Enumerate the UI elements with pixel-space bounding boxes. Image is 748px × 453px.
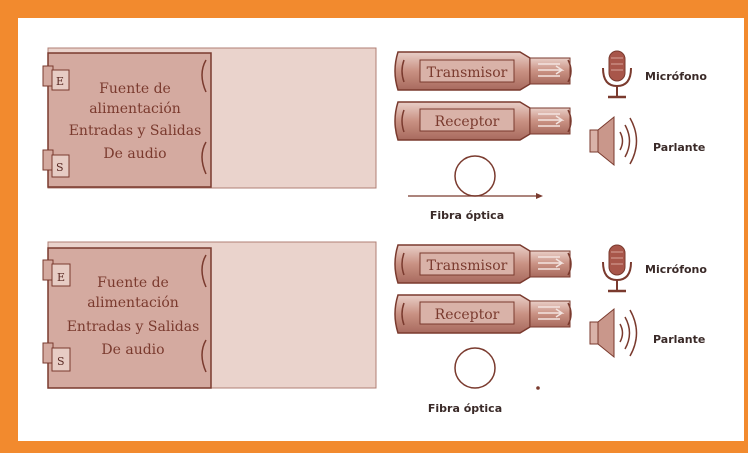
receiver-label: Receptor bbox=[435, 307, 500, 323]
port-e-label: E bbox=[57, 271, 65, 284]
port-e-box bbox=[51, 263, 71, 287]
port-e-label: E bbox=[56, 75, 64, 88]
transmitter-plug bbox=[394, 244, 572, 284]
device-text-line-3: Entradas y Salidas bbox=[67, 319, 200, 335]
receiver-label: Receptor bbox=[435, 114, 500, 130]
device-text-line-4: De audio bbox=[103, 146, 166, 162]
speaker-icon bbox=[589, 115, 638, 167]
fiber-label: Fibra óptica bbox=[428, 402, 502, 415]
microphone-icon bbox=[602, 244, 632, 293]
device-text-line-2: alimentación bbox=[89, 101, 181, 117]
panel-1: E S Fuente de alimentación Entradas y Sa… bbox=[42, 47, 707, 222]
bracket-icon bbox=[201, 141, 207, 175]
fiber-label: Fibra óptica bbox=[430, 209, 504, 222]
device-text-line-2: alimentación bbox=[87, 295, 179, 311]
transmitter-label: Transmisor bbox=[427, 65, 508, 81]
port-e-box bbox=[51, 69, 70, 91]
port-s-label: S bbox=[56, 161, 64, 174]
device-inner-box bbox=[47, 247, 212, 389]
bracket-icon bbox=[201, 339, 207, 373]
dot-icon bbox=[536, 386, 540, 390]
speaker-label: Parlante bbox=[653, 141, 705, 154]
transmitter-label: Transmisor bbox=[427, 258, 508, 274]
port-s-label: S bbox=[57, 355, 65, 368]
device-text-line-1: Fuente de bbox=[99, 81, 171, 97]
device-text-line-1: Fuente de bbox=[97, 275, 169, 291]
receiver-plug bbox=[394, 294, 572, 334]
microphone-label: Micrófono bbox=[645, 70, 707, 83]
receiver-plug bbox=[394, 101, 572, 141]
speaker-label: Parlante bbox=[653, 333, 705, 346]
port-s-box bbox=[51, 154, 70, 178]
bracket-icon bbox=[201, 254, 207, 288]
speaker-icon bbox=[589, 307, 638, 359]
arrow-icon bbox=[536, 193, 543, 199]
transmitter-plug bbox=[394, 51, 572, 91]
microphone-label: Micrófono bbox=[645, 263, 707, 276]
device-inner-box bbox=[47, 52, 212, 188]
port-s-box bbox=[51, 347, 71, 372]
fiber-coil-icon bbox=[454, 155, 496, 197]
fiber-coil-icon bbox=[454, 347, 496, 389]
microphone-icon bbox=[602, 50, 632, 99]
bracket-icon bbox=[201, 59, 207, 93]
panel-2: E S Fuente de alimentación Entradas y Sa… bbox=[42, 241, 707, 415]
device-text-line-3: Entradas y Salidas bbox=[69, 123, 202, 139]
device-text-line-4: De audio bbox=[101, 342, 164, 358]
